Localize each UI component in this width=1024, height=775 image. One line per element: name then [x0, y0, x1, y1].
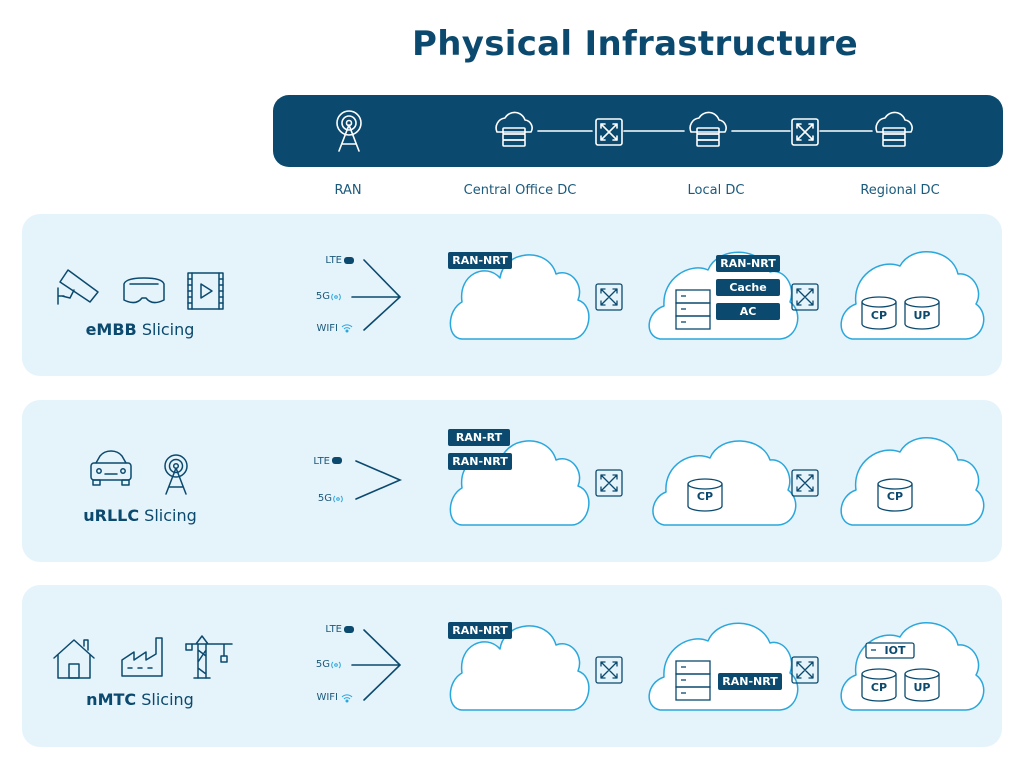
column-label-regional-dc: Regional DC: [860, 183, 940, 198]
slice-label-embb: eMBB Slicing: [85, 320, 195, 339]
database-icon: [877, 478, 913, 512]
cloud-server-icon: [689, 111, 727, 147]
network-merge-arrow: [351, 259, 402, 331]
database-label-cp: CP: [870, 309, 888, 322]
database-icon: [861, 668, 897, 702]
cloud-central-office: [449, 625, 590, 711]
vr-headset-icon: [123, 277, 165, 304]
cctv-camera-icon: [57, 269, 99, 305]
iot-label: IOT: [884, 644, 906, 657]
database-label-up: UP: [913, 309, 931, 322]
iot-device-box: [865, 642, 915, 659]
server-icon: [675, 289, 711, 330]
network-label-wifi: WIFI: [316, 692, 338, 703]
database-label-cp: CP: [870, 681, 888, 694]
tag-ac: AC: [716, 303, 780, 320]
cloud-regional-dc: [840, 437, 985, 526]
lte-icon: [344, 626, 354, 633]
tag-ran-nrt: RAN-NRT: [448, 252, 512, 269]
cloud-local-dc: [648, 622, 799, 711]
video-icon: [187, 272, 224, 310]
network-label-5g: 5G: [315, 659, 330, 670]
car-icon: [90, 450, 132, 486]
cell-tower-icon: [336, 110, 362, 152]
network-label-lte: LTE: [325, 255, 342, 266]
tag-ran-nrt: RAN-NRT: [718, 673, 782, 690]
home-icon: [53, 639, 95, 679]
tag-ran-nrt: RAN-NRT: [716, 255, 780, 272]
tag-ran-rt: RAN-RT: [448, 429, 510, 446]
server-icon: [675, 660, 711, 701]
switch-icon: [791, 283, 819, 311]
database-label-cp: CP: [696, 490, 714, 503]
5g-signal-icon: [333, 495, 343, 503]
crane-icon: [185, 635, 233, 679]
lte-icon: [344, 257, 354, 264]
5g-signal-icon: [331, 293, 341, 301]
network-label-wifi: WIFI: [316, 323, 338, 334]
database-icon: [861, 296, 897, 330]
network-label-5g: 5G: [315, 291, 330, 302]
switch-icon: [595, 118, 623, 146]
database-icon: [687, 478, 723, 512]
switch-icon: [791, 118, 819, 146]
network-label-lte: LTE: [313, 456, 330, 467]
database-icon: [904, 668, 940, 702]
switch-icon: [595, 656, 623, 684]
factory-icon: [121, 637, 163, 677]
column-label-ran: RAN: [334, 183, 362, 198]
tag-ran-nrt: RAN-NRT: [448, 453, 512, 470]
network-label-5g: 5G: [317, 493, 332, 504]
page-title: Physical Infrastructure: [412, 24, 858, 64]
column-label-central-office: Central Office DC: [463, 183, 577, 198]
switch-icon: [595, 283, 623, 311]
wifi-icon: [341, 324, 353, 333]
cell-tower-icon: [164, 454, 188, 495]
network-merge-arrow: [351, 629, 402, 701]
database-label-cp: CP: [886, 490, 904, 503]
database-label-up: UP: [913, 681, 931, 694]
cloud-local-dc: [652, 440, 797, 526]
network-merge-arrow: [355, 460, 403, 500]
cloud-server-icon: [875, 111, 913, 147]
switch-icon: [791, 469, 819, 497]
switch-icon: [791, 656, 819, 684]
cloud-central-office: [449, 254, 590, 340]
lte-icon: [332, 457, 342, 464]
5g-signal-icon: [331, 661, 341, 669]
slice-label-urllc: uRLLC Slicing: [83, 506, 197, 525]
cloud-server-icon: [495, 111, 533, 147]
switch-icon: [595, 469, 623, 497]
database-icon: [904, 296, 940, 330]
network-label-lte: LTE: [325, 624, 342, 635]
slice-label-nmtc: nMTC Slicing: [86, 690, 194, 709]
tag-cache: Cache: [716, 279, 780, 296]
tag-ran-nrt: RAN-NRT: [448, 622, 512, 639]
wifi-icon: [341, 694, 353, 703]
column-label-local-dc: Local DC: [687, 183, 745, 198]
